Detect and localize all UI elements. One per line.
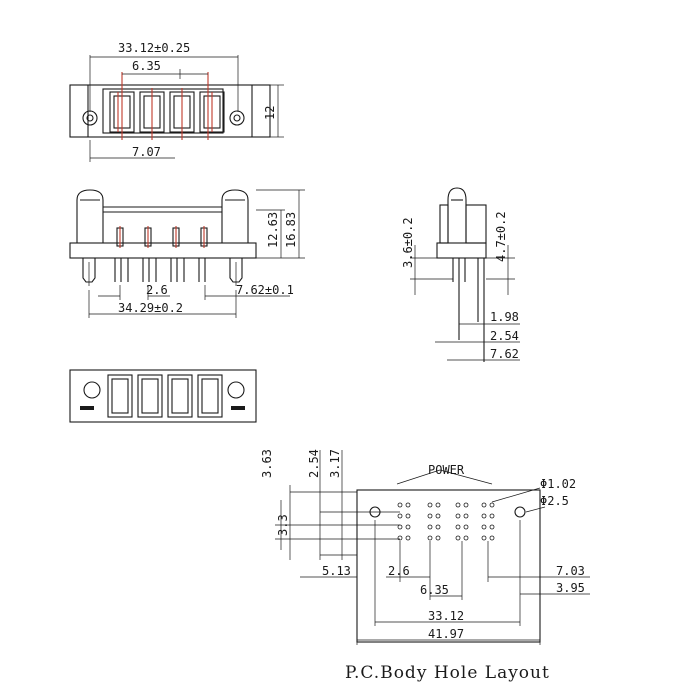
pcb-hole (481, 535, 487, 541)
dim-offset-top: 7.07 (132, 145, 161, 159)
dim-3-95: 3.95 (556, 581, 585, 595)
pcb-hole (397, 502, 403, 508)
pcb-hole (463, 502, 469, 508)
pcb-hole (463, 535, 469, 541)
pcb-hole (427, 535, 433, 541)
power-label: POWER (428, 463, 465, 477)
dim-side-front: 7.62±0.1 (236, 283, 294, 297)
pcb-hole (397, 513, 403, 519)
pcb-hole (455, 535, 461, 541)
pcb-hole (435, 535, 441, 541)
dim-33-12: 33.12 (428, 609, 464, 623)
dim-6-35: 6.35 (420, 583, 449, 597)
pcb-hole (405, 524, 411, 530)
pcb-hole (481, 524, 487, 530)
pcb-hole (397, 524, 403, 530)
dim-pin-spacing: 2.6 (146, 283, 168, 297)
pcb-hole (455, 513, 461, 519)
dim-pitch-top: 6.35 (132, 59, 161, 73)
pcb-hole (489, 513, 495, 519)
dim-3-17: 3.17 (328, 449, 342, 478)
side-view: 3.6±0.2 4.7±0.2 1.98 2.54 7.62 (401, 187, 520, 362)
pcb-hole (463, 524, 469, 530)
pcb-hole (435, 502, 441, 508)
pcb-hole (455, 524, 461, 530)
pcb-hole (481, 502, 487, 508)
dim-7-03: 7.03 (556, 564, 585, 578)
pcb-hole-layout: 3.63 2.54 3.17 3.3 POWER Φ1.02 Φ2.5 5.13… (260, 449, 590, 645)
bottom-view (69, 369, 257, 423)
dim-hole-diameter: Φ1.02 (540, 477, 576, 491)
dim-left-side: 3.6±0.2 (401, 217, 415, 268)
pcb-hole (489, 524, 495, 530)
hole-grid (397, 502, 495, 541)
pcb-hole (405, 513, 411, 519)
dim-overall-top: 33.12±0.25 (118, 41, 190, 55)
pcb-hole (397, 535, 403, 541)
dim-right-side: 4.7±0.2 (494, 211, 508, 262)
dim-pin-height: 12.63 (266, 212, 280, 248)
pcb-hole (405, 502, 411, 508)
pcb-hole (427, 513, 433, 519)
pcb-hole (481, 513, 487, 519)
dim-5-13: 5.13 (322, 564, 351, 578)
pcb-hole (489, 535, 495, 541)
drawing-caption: P.C.Body Hole Layout (345, 663, 550, 683)
pcb-hole (405, 535, 411, 541)
dim-3-3: 3.3 (276, 514, 290, 536)
dim-width-front: 34.29±0.2 (118, 301, 183, 315)
dim-total-height: 16.83 (284, 212, 298, 248)
pcb-hole (427, 524, 433, 530)
dim-b-side: 2.54 (490, 329, 519, 343)
dim-41-97: 41.97 (428, 627, 464, 641)
front-view: 12.63 16.83 2.6 7.62±0.1 34.29±0.2 (69, 189, 305, 318)
pcb-hole (463, 513, 469, 519)
pcb-hole (435, 513, 441, 519)
pcb-hole (435, 524, 441, 530)
dim-mount-diameter: Φ2.5 (540, 494, 569, 508)
dim-height-top: 12 (263, 106, 277, 120)
dim-a-side: 1.98 (490, 310, 519, 324)
pcb-hole (489, 502, 495, 508)
pcb-hole (455, 502, 461, 508)
pcb-hole (427, 502, 433, 508)
dim-2-54: 2.54 (307, 449, 321, 478)
dim-2-6: 2.6 (388, 564, 410, 578)
dim-c-side: 7.62 (490, 347, 519, 361)
dim-3-63: 3.63 (260, 449, 274, 478)
top-view: 33.12±0.25 6.35 12 7.07 (69, 41, 284, 162)
